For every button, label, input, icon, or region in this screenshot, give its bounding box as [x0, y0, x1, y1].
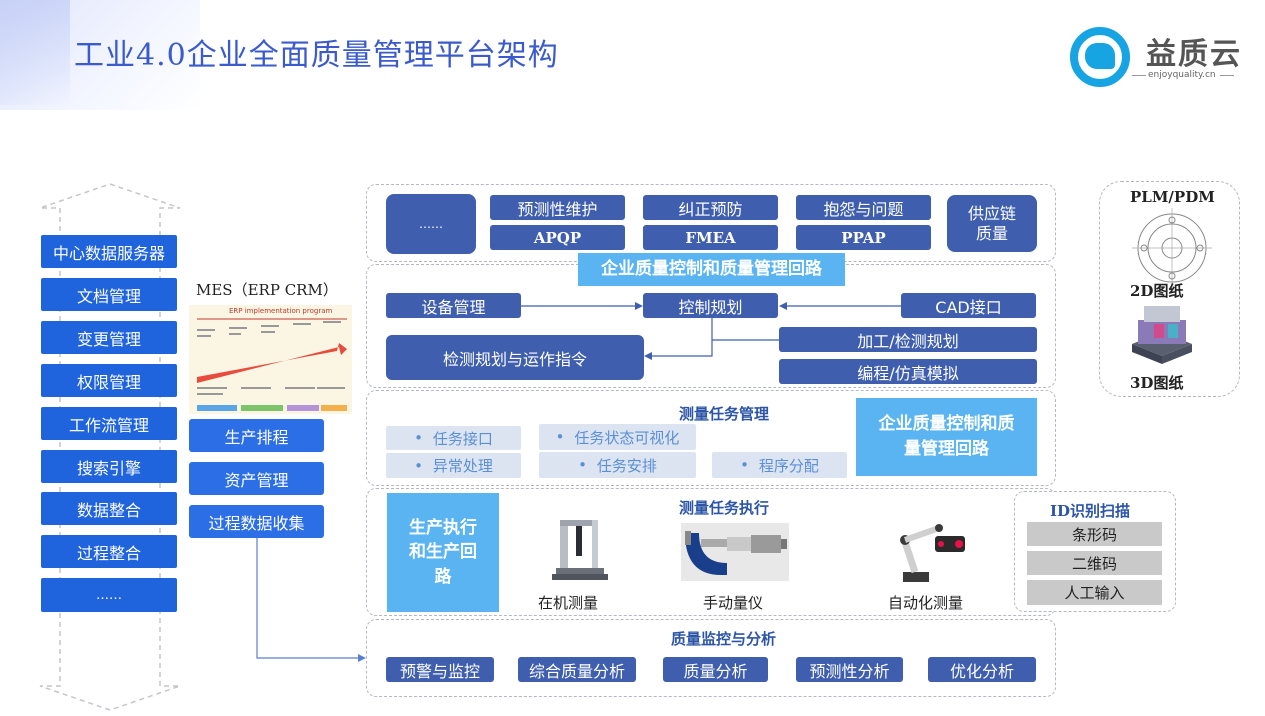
sidebar-item-workflow[interactable]: 工作流管理	[41, 407, 177, 440]
control-planning[interactable]: 控制规划	[643, 293, 778, 318]
erp-program-image: ERP implementation program	[189, 305, 352, 414]
cad-interface[interactable]: CAD接口	[901, 293, 1036, 318]
sidebar-item-data-integration[interactable]: 数据整合	[41, 492, 177, 525]
alert-monitoring[interactable]: 预警与监控	[386, 657, 494, 682]
brand-logo: 益质云 enjoyquality.cn	[1070, 27, 1245, 87]
sidebar-item-documents[interactable]: 文档管理	[41, 278, 177, 311]
label-3d-drawing: 3D图纸	[1130, 374, 1184, 392]
logo-divider-right	[1220, 75, 1234, 76]
mes-item-scheduling[interactable]: 生产排程	[189, 419, 324, 452]
qrcode-option[interactable]: 二维码	[1027, 551, 1162, 575]
robot-arm-icon	[900, 524, 965, 582]
task-management-heading: 测量任务管理	[679, 405, 770, 423]
top-ellipsis-box[interactable]: ……	[386, 194, 476, 254]
mes-item-assets[interactable]: 资产管理	[189, 462, 324, 495]
process-inspection-planning[interactable]: 加工/检测规划	[779, 327, 1037, 352]
apqp-button[interactable]: APQP	[490, 225, 625, 250]
barcode-option[interactable]: 条形码	[1027, 522, 1162, 546]
manual-input-option[interactable]: 人工输入	[1027, 580, 1162, 605]
cmm-machine-icon	[552, 520, 608, 580]
page-title: 工业4.0企业全面质量管理平台架构	[74, 38, 559, 73]
fmea-button[interactable]: FMEA	[643, 225, 778, 250]
sidebar-item-process-integration[interactable]: 过程整合	[41, 535, 177, 568]
integrated-quality-analysis[interactable]: 综合质量分析	[518, 657, 636, 682]
programming-simulation[interactable]: 编程/仿真模拟	[779, 359, 1037, 384]
sidebar-item-central-server[interactable]: 中心数据服务器	[41, 235, 177, 268]
task-status-visualization[interactable]: 任务状态可视化	[539, 424, 696, 450]
title-decoration-accent	[0, 0, 70, 105]
logo-name: 益质云	[1146, 37, 1242, 72]
monitor-heading: 质量监控与分析	[671, 630, 777, 648]
sidebar-item-search-engine[interactable]: 搜索引擎	[41, 450, 177, 483]
device-label-manual: 手动量仪	[703, 594, 764, 612]
quality-analysis[interactable]: 质量分析	[663, 657, 768, 682]
control-arrows	[521, 302, 901, 360]
program-allocation[interactable]: 程序分配	[712, 452, 847, 478]
optimization-analysis[interactable]: 优化分析	[928, 657, 1036, 682]
mes-title: MES（ERP CRM）	[196, 281, 338, 299]
supply-chain-quality[interactable]: 供应链 质量	[947, 195, 1037, 252]
sidebar-item-more[interactable]: ……	[41, 578, 177, 612]
3d-drawing-icon	[1132, 306, 1192, 364]
device-label-onmachine: 在机测量	[538, 594, 599, 612]
micrometer-icon	[681, 523, 789, 581]
task-execution-heading: 测量任务执行	[679, 499, 770, 517]
ppap-button[interactable]: PPAP	[796, 225, 931, 250]
exception-handling[interactable]: 异常处理	[386, 453, 521, 478]
predictive-maintenance[interactable]: 预测性维护	[490, 195, 625, 220]
task-loop-box: 企业质量控制和质 量管理回路	[856, 398, 1037, 476]
device-label-automated: 自动化测量	[888, 594, 964, 612]
predictive-analysis[interactable]: 预测性分析	[796, 657, 903, 682]
sidebar-item-permissions[interactable]: 权限管理	[41, 364, 177, 397]
2d-drawing-icon	[1132, 208, 1212, 288]
mes-to-monitor-connector	[256, 538, 366, 662]
erp-image-caption: ERP implementation program	[229, 307, 333, 315]
logo-site: enjoyquality.cn	[1148, 70, 1216, 80]
plm-heading: PLM/PDM	[1130, 188, 1215, 206]
id-scan-heading: ID识别扫描	[1050, 502, 1131, 520]
erp-arrow-graphic	[197, 318, 347, 411]
production-loop-box: 生产执行 和生产回 路	[387, 493, 499, 612]
logo-cloud-icon	[1085, 43, 1115, 69]
sidebar-item-changes[interactable]: 变更管理	[41, 321, 177, 354]
corrective-prevention[interactable]: 纠正预防	[643, 195, 778, 220]
task-scheduling[interactable]: 任务安排	[539, 452, 696, 478]
inspection-planning[interactable]: 检测规划与运作指令	[386, 335, 644, 380]
loop-label: 企业质量控制和质量管理回路	[578, 253, 845, 286]
complaints-issues[interactable]: 抱怨与问题	[796, 195, 931, 220]
mes-item-data-collection[interactable]: 过程数据收集	[189, 505, 324, 538]
logo-divider-left	[1132, 75, 1146, 76]
logo-ring-icon	[1070, 27, 1130, 87]
task-interface[interactable]: 任务接口	[386, 426, 521, 450]
label-2d-drawing: 2D图纸	[1130, 282, 1184, 300]
device-management[interactable]: 设备管理	[386, 293, 521, 318]
